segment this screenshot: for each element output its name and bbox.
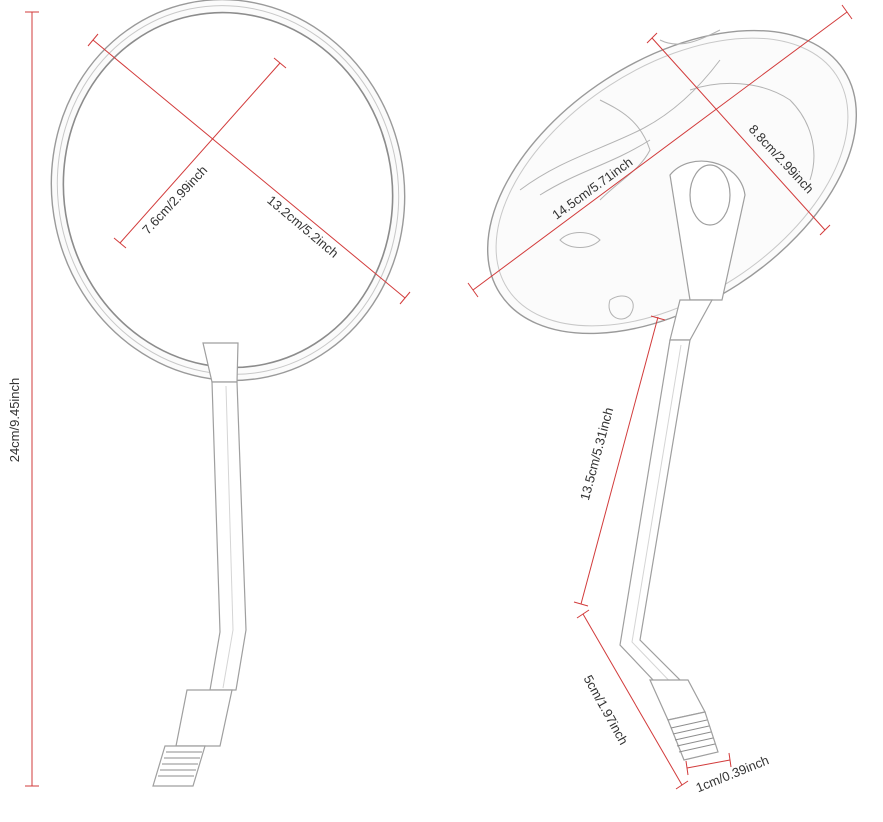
thread-label: 1cm/0.39inch — [694, 752, 771, 795]
left-mirror: 24cm/9.45inch 7.6cm/2.99inch 13.2cm/5.2i… — [7, 0, 411, 787]
right-mirror: 14.5cm/5.71inch 8.8cm/2.99inch 13.5cm/5.… — [467, 4, 858, 795]
eagle-engraving — [519, 29, 815, 320]
height-label: 24cm/9.45inch — [7, 378, 22, 463]
left-mirror-head — [50, 0, 406, 382]
right-mirror-stem — [619, 299, 719, 761]
right-mirror-bracket — [669, 160, 746, 301]
left-mirror-stem — [152, 342, 247, 787]
height-dimension: 24cm/9.45inch — [7, 11, 39, 787]
thread-dimension: 1cm/0.39inch — [685, 752, 771, 795]
right-mirror-head — [486, 29, 858, 335]
stem-label: 13.5cm/5.31inch — [577, 406, 616, 502]
